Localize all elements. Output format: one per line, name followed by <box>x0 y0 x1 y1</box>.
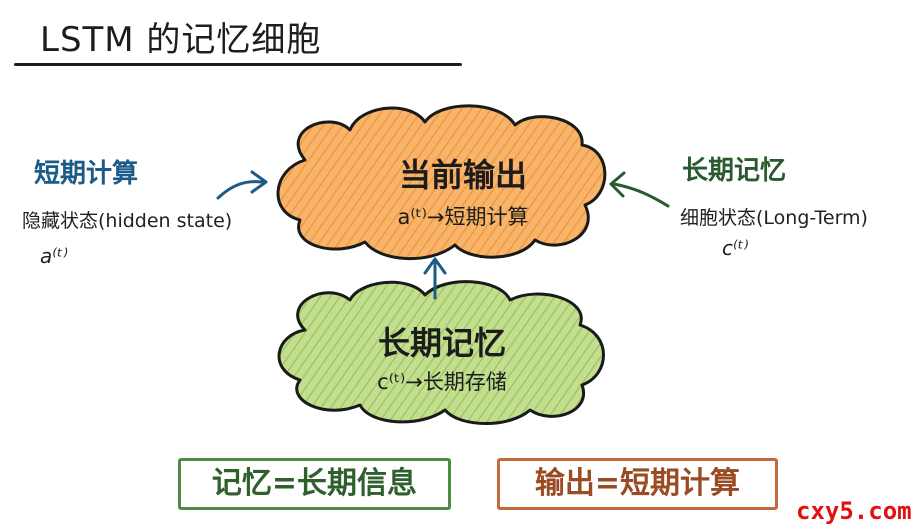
watermark: cxy5.com <box>796 497 912 525</box>
cell-state-symbol: c⁽ᵗ⁾ <box>722 236 749 260</box>
memory-equation-box: 记忆=长期信息 <box>178 458 451 510</box>
memory-cloud-title: 长期记忆 <box>377 324 506 362</box>
cell-state-description: 细胞状态(Long-Term) <box>680 207 868 229</box>
output-cloud-title: 当前输出 <box>398 156 527 194</box>
short-term-title: 短期计算 <box>34 159 139 189</box>
memory-cloud-shape <box>277 280 605 425</box>
output-cloud-subtitle: a⁽ᵗ⁾→短期计算 <box>397 205 529 229</box>
output-cloud-shape <box>276 104 607 261</box>
memory-cloud-subtitle: c⁽ᵗ⁾→长期存储 <box>377 370 507 394</box>
long-term-title: 长期记忆 <box>682 156 787 186</box>
short-term-arrow <box>216 170 268 200</box>
hidden-state-description: 隐藏状态(hidden state) <box>22 210 233 232</box>
long-term-arrow <box>609 171 670 208</box>
page-title: LSTM 的记忆细胞 <box>40 20 322 60</box>
output-equation-box: 输出=短期计算 <box>497 458 778 510</box>
hidden-state-symbol: a⁽ᵗ⁾ <box>40 244 68 268</box>
memory-to-output-arrow <box>423 257 447 300</box>
title-underline <box>14 63 462 66</box>
